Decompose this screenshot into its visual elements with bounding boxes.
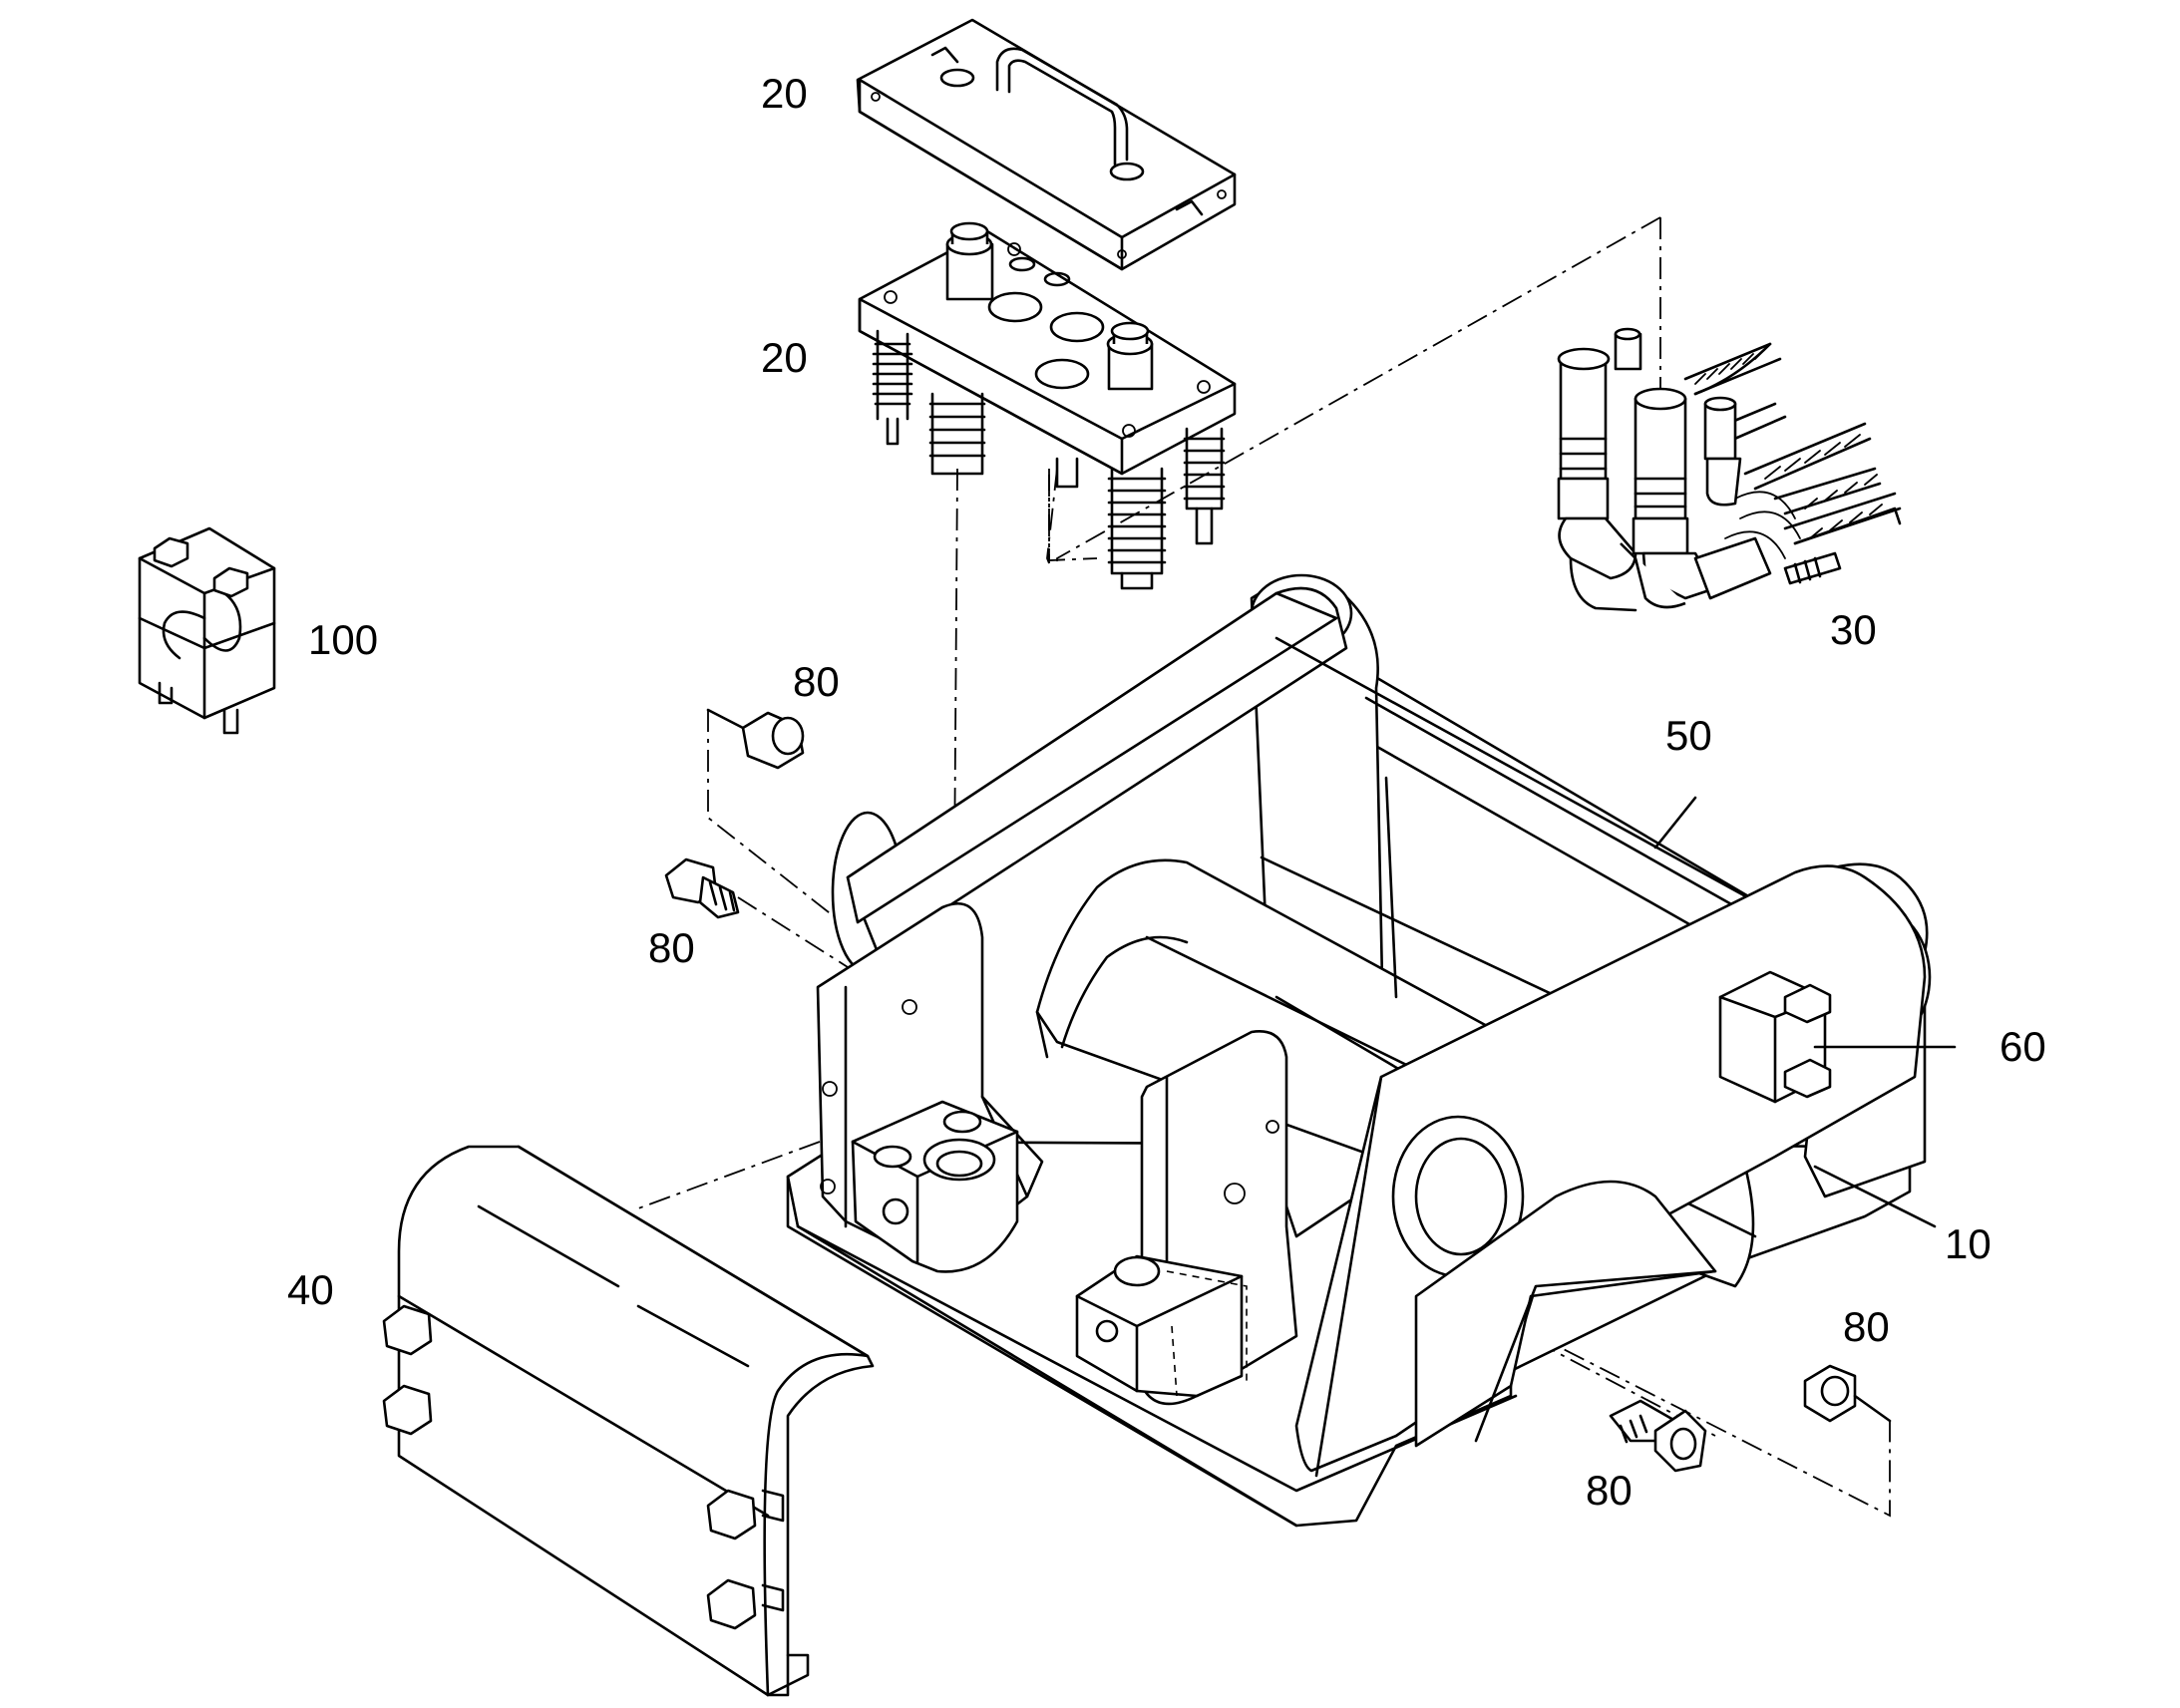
callout-20-coupling-plate: 20 bbox=[761, 334, 808, 381]
callout-80-spacer-right: 80 bbox=[1843, 1303, 1890, 1350]
part-30-hose-fittings bbox=[1557, 327, 1902, 612]
callout-80-bolt-right: 80 bbox=[1586, 1467, 1633, 1514]
callout-60-frame-clamp: 60 bbox=[1999, 1023, 2046, 1070]
part-100-clamp bbox=[138, 526, 276, 735]
callout-10-main-frame: 10 bbox=[1945, 1220, 1992, 1267]
part-40-guard-cover bbox=[382, 1145, 875, 1697]
callout-100-clamp: 100 bbox=[308, 616, 378, 663]
part-20-coupling-plate bbox=[858, 221, 1237, 590]
callout-80-spacer-top: 80 bbox=[793, 658, 840, 705]
part-80-spacer-top bbox=[706, 708, 805, 770]
callout-50-tube: 50 bbox=[1665, 712, 1712, 759]
part-80-spacer-right bbox=[1803, 1364, 1892, 1423]
callout-30-hose-fittings: 30 bbox=[1830, 606, 1877, 653]
part-80-bolt-left bbox=[664, 857, 740, 919]
callout-20-cover-plate: 20 bbox=[761, 70, 808, 117]
callout-40-guard-cover: 40 bbox=[287, 1266, 334, 1313]
part-20-cover-plate bbox=[856, 18, 1237, 271]
part-10-main-frame bbox=[786, 573, 1957, 1528]
callout-labels: 20 20 30 100 80 80 50 60 10 40 80 80 bbox=[287, 70, 2046, 1514]
callout-80-bolt-left: 80 bbox=[648, 924, 695, 971]
part-80-bolt-right bbox=[1609, 1399, 1707, 1473]
